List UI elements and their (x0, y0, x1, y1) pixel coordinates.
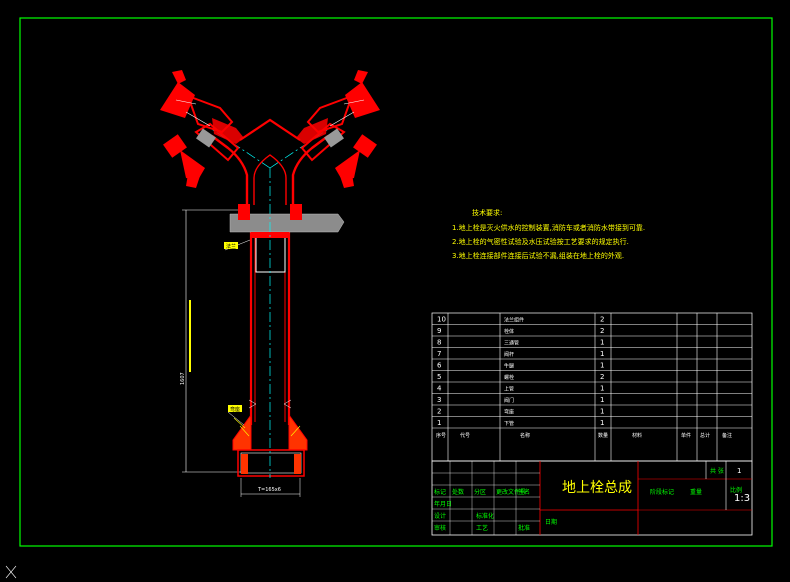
left-valve (160, 70, 244, 188)
title-block-label: 更改文件号 (496, 488, 526, 496)
dimension-bottom-text: T=165x6 (257, 487, 281, 493)
bom-header-cell: 总计 (700, 432, 710, 439)
bom-row-qty: 1 (600, 408, 604, 416)
bom-row-name: 螺栓 (504, 374, 514, 381)
bom-header-cell: 备注 (722, 432, 732, 439)
title-block-label: 比例 (730, 486, 742, 494)
bom-row-number: 3 (437, 396, 441, 404)
bom-header-cell: 名称 (520, 432, 530, 439)
callout-lower: 弯座 (230, 406, 240, 413)
bom-row-qty: 1 (600, 419, 604, 427)
note-line-2: 2.地上栓的气密性试验及水压试验按工艺要求的规定执行. (452, 237, 629, 246)
bom-row-name: 栓体 (504, 328, 514, 335)
bom-row-name: 弯座 (504, 409, 514, 416)
title-block-label: 批准 (518, 524, 530, 532)
callout-upper: 法兰 (226, 243, 236, 250)
bom-row-qty: 2 (600, 327, 604, 335)
title-block-label: 设计 (434, 512, 446, 520)
bom-row-name: 阀门 (504, 397, 514, 404)
title-block: 地上栓总成 1:3 1 共 张 日期 标记处数 分区 更改文件号签名年月日设计 标准化… (431, 460, 753, 536)
bom-row-name: 牛腿 (504, 363, 514, 370)
designer-date-label: 日期 (545, 518, 557, 526)
bom-row-name: 三通管 (504, 340, 519, 347)
bom-row-qty: 2 (600, 316, 604, 324)
title-block-label: 重量 (690, 488, 702, 496)
bom-row-number: 4 (437, 385, 442, 393)
bom-row-number: 6 (437, 362, 442, 370)
bom-row-qty: 1 (600, 396, 604, 404)
sheet-count: 1 (737, 467, 741, 475)
elbow-base-left (232, 413, 252, 451)
title-block-label: 签名 (518, 488, 530, 496)
bom-row-number: 7 (437, 350, 441, 358)
bom-row-number: 8 (437, 339, 441, 347)
bom-row-qty: 1 (600, 385, 604, 393)
bom-row-qty: 1 (600, 350, 604, 358)
hydrant-assembly: 1607 T=165x6 (160, 70, 380, 497)
notes-heading: 技术要求: (472, 208, 502, 217)
title-block-label: 分区 (474, 488, 486, 496)
bom-row-number: 9 (437, 327, 441, 335)
dimension-vertical-text: 1607 (180, 372, 186, 385)
bom-row-name: 法兰组件 (504, 317, 524, 324)
bom-row-number: 10 (437, 316, 446, 324)
bom-header-cell: 序号 (436, 432, 446, 439)
drawing-scale: 1:3 (734, 493, 750, 504)
bom-row-number: 1 (437, 419, 441, 427)
title-block-label: 阶段标记 (650, 488, 674, 496)
bom-table: 10 法兰组件 2 9 栓体 2 8 三通管 1 7 阀杆 1 6 牛腿 1 5 螺栓 2 4 上管 1 3 阀门 1 2 弯座 1… (431, 312, 753, 462)
bom-row-name: 下管 (504, 420, 514, 427)
title-block-label: 年月日 (434, 500, 452, 508)
title-block-label: 处数 (452, 488, 464, 496)
bom-row-number: 5 (437, 373, 441, 381)
bom-header-cell: 数量 (598, 432, 608, 439)
bom-row-qty: 2 (600, 373, 604, 381)
title-block-label: 工艺 (476, 524, 488, 532)
drawing-frame (19, 17, 773, 547)
title-block-label: 审核 (434, 524, 446, 532)
bom-header-cell: 单件 (681, 432, 691, 439)
right-valve (296, 70, 380, 188)
title-block-label: 标记 (434, 488, 446, 496)
bom-row-qty: 1 (600, 339, 604, 347)
elbow-base-right (288, 413, 308, 451)
title-block-label: 标准化 (476, 512, 494, 520)
bom-row-number: 2 (437, 408, 441, 416)
note-line-1: 1.地上栓是灭火供水的控制装置,消防车或者消防水带接到可靠. (452, 223, 645, 232)
bom-row-qty: 1 (600, 362, 604, 370)
flange-plate (229, 213, 345, 233)
note-line-3: 3.地上栓连接部件连接后试验不漏,组装在地上栓的外观. (452, 251, 624, 260)
bom-header-cell: 材料 (632, 432, 642, 439)
technical-notes: 技术要求: 1.地上栓是灭火供水的控制装置,消防车或者消防水带接到可靠. 2.地… (452, 208, 645, 260)
drawing-title: 地上栓总成 (562, 480, 632, 496)
bom-header-cell: 代号 (460, 432, 470, 439)
bom-row-name: 上管 (504, 386, 514, 393)
sheet-label: 共 张 (710, 467, 724, 475)
bom-row-name: 阀杆 (504, 351, 514, 358)
